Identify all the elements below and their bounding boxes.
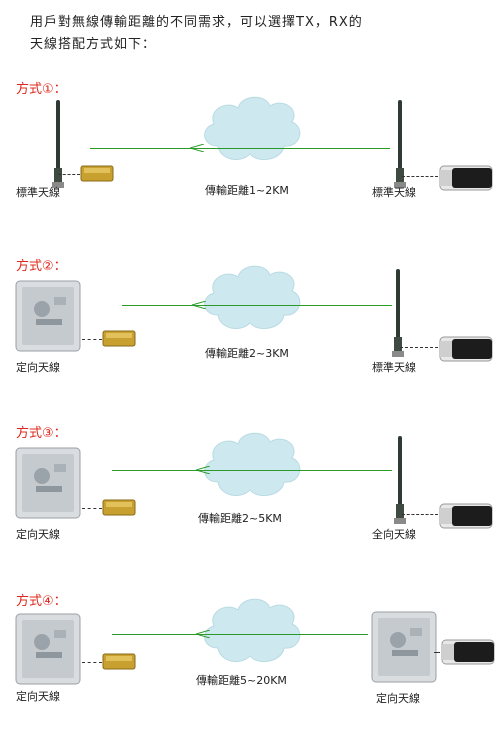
cable-line	[402, 514, 438, 515]
camera-icon	[440, 636, 496, 668]
arrow-left-icon	[196, 466, 210, 474]
cable-line	[58, 174, 80, 175]
cable-line	[402, 176, 438, 177]
transmitter-icon	[102, 329, 136, 347]
mode-2-right-label: 標準天線	[372, 361, 416, 374]
panel-antenna-icon	[14, 279, 82, 353]
mode-3-section: 方式③： 定向天線 傳輸距離2~5KM 全向天線	[0, 422, 500, 582]
mode-1-left-label: 標準天線	[16, 186, 60, 199]
cable-line	[82, 662, 102, 663]
mode-3-right-label: 全向天線	[372, 528, 416, 541]
cloud-icon	[196, 424, 306, 504]
rod-antenna-icon	[370, 434, 430, 534]
signal-line	[90, 148, 390, 149]
signal-line	[112, 470, 392, 471]
mode-3-left-label: 定向天線	[16, 528, 60, 541]
mode-4-distance: 傳輸距離5~20KM	[196, 674, 287, 687]
signal-line	[122, 305, 392, 306]
cloud-icon	[196, 88, 306, 168]
camera-icon	[438, 333, 494, 365]
mode-4-right-label: 定向天線	[376, 692, 420, 705]
mode-2-heading: 方式②：	[16, 259, 67, 274]
camera-icon	[438, 500, 494, 532]
cable-line	[82, 339, 102, 340]
panel-antenna-icon	[14, 612, 82, 686]
mode-2-section: 方式②： 定向天線 傳輸距離2~3KM 標準天線	[0, 255, 500, 415]
mode-4-section: 方式④： 定向天線 傳輸距離5~20KM 定向天線	[0, 590, 500, 750]
arrow-left-icon	[192, 301, 206, 309]
mode-4-left-label: 定向天線	[16, 690, 60, 703]
mode-1-right-label: 標準天線	[372, 186, 416, 199]
signal-line	[112, 634, 368, 635]
intro-line-2: 天線搭配方式如下：	[30, 37, 157, 52]
arrow-left-icon	[190, 144, 204, 152]
camera-icon	[438, 162, 494, 194]
cloud-icon	[196, 257, 306, 337]
mode-4-heading: 方式④：	[16, 594, 67, 609]
intro-text: 用戶對無線傳輸距離的不同需求，可以選擇TX，RX的 天線搭配方式如下：	[30, 12, 363, 56]
cable-line	[400, 347, 438, 348]
rod-antenna-icon	[368, 267, 428, 367]
mode-3-heading: 方式③：	[16, 426, 67, 441]
mode-1-heading: 方式①：	[16, 82, 67, 97]
arrow-left-icon	[196, 630, 210, 638]
mode-1-section: 方式①： 標準天線 傳輸距離1~2KM 標準天線	[0, 78, 500, 238]
mode-3-distance: 傳輸距離2~5KM	[198, 512, 282, 525]
transmitter-icon	[102, 498, 136, 516]
cloud-icon	[196, 590, 306, 670]
rod-antenna-icon	[370, 98, 430, 198]
transmitter-icon	[102, 652, 136, 670]
panel-antenna-icon	[370, 610, 438, 684]
mode-2-distance: 傳輸距離2~3KM	[205, 347, 289, 360]
mode-2-left-label: 定向天線	[16, 361, 60, 374]
panel-antenna-icon	[14, 446, 82, 520]
cable-line	[434, 652, 440, 653]
mode-1-distance: 傳輸距離1~2KM	[205, 184, 289, 197]
rod-antenna-icon	[28, 98, 88, 198]
cable-line	[82, 508, 102, 509]
transmitter-icon	[80, 164, 114, 182]
intro-line-1: 用戶對無線傳輸距離的不同需求，可以選擇TX，RX的	[30, 15, 363, 30]
